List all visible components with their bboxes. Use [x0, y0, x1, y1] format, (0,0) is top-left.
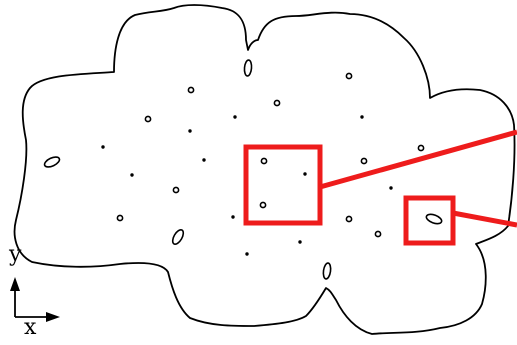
dot — [233, 115, 236, 118]
y-axis-arrowhead — [10, 277, 20, 291]
hole — [145, 116, 150, 121]
y-axis-label: y — [8, 242, 22, 267]
region-outline — [15, 5, 515, 334]
slot — [322, 263, 331, 280]
leader-line-large — [320, 132, 517, 187]
slot — [244, 60, 252, 77]
dot — [188, 129, 191, 132]
dot — [202, 158, 205, 161]
dot — [101, 145, 104, 148]
hole — [361, 158, 366, 163]
slot — [43, 155, 61, 169]
hole — [418, 145, 423, 150]
dot — [389, 186, 392, 189]
highlight-box-large — [246, 147, 320, 223]
dot — [298, 240, 301, 243]
hole — [117, 215, 122, 220]
dot — [245, 252, 248, 255]
x-axis-arrowhead — [46, 312, 60, 322]
dot — [303, 172, 306, 175]
hole — [346, 73, 351, 78]
dot — [130, 173, 133, 176]
slot — [171, 228, 186, 246]
dot — [360, 115, 363, 118]
holes — [117, 73, 423, 236]
hole — [346, 216, 351, 221]
hole — [173, 187, 178, 192]
highlights — [246, 132, 517, 243]
slot — [425, 213, 443, 226]
hole — [188, 87, 193, 92]
x-axis-label: x — [24, 315, 37, 340]
hole — [375, 231, 380, 236]
axes-indicator: y x — [8, 242, 60, 340]
hole — [274, 100, 279, 105]
dot — [231, 215, 234, 218]
hole — [261, 158, 266, 163]
leader-line-small — [453, 213, 517, 225]
hole — [260, 202, 265, 207]
